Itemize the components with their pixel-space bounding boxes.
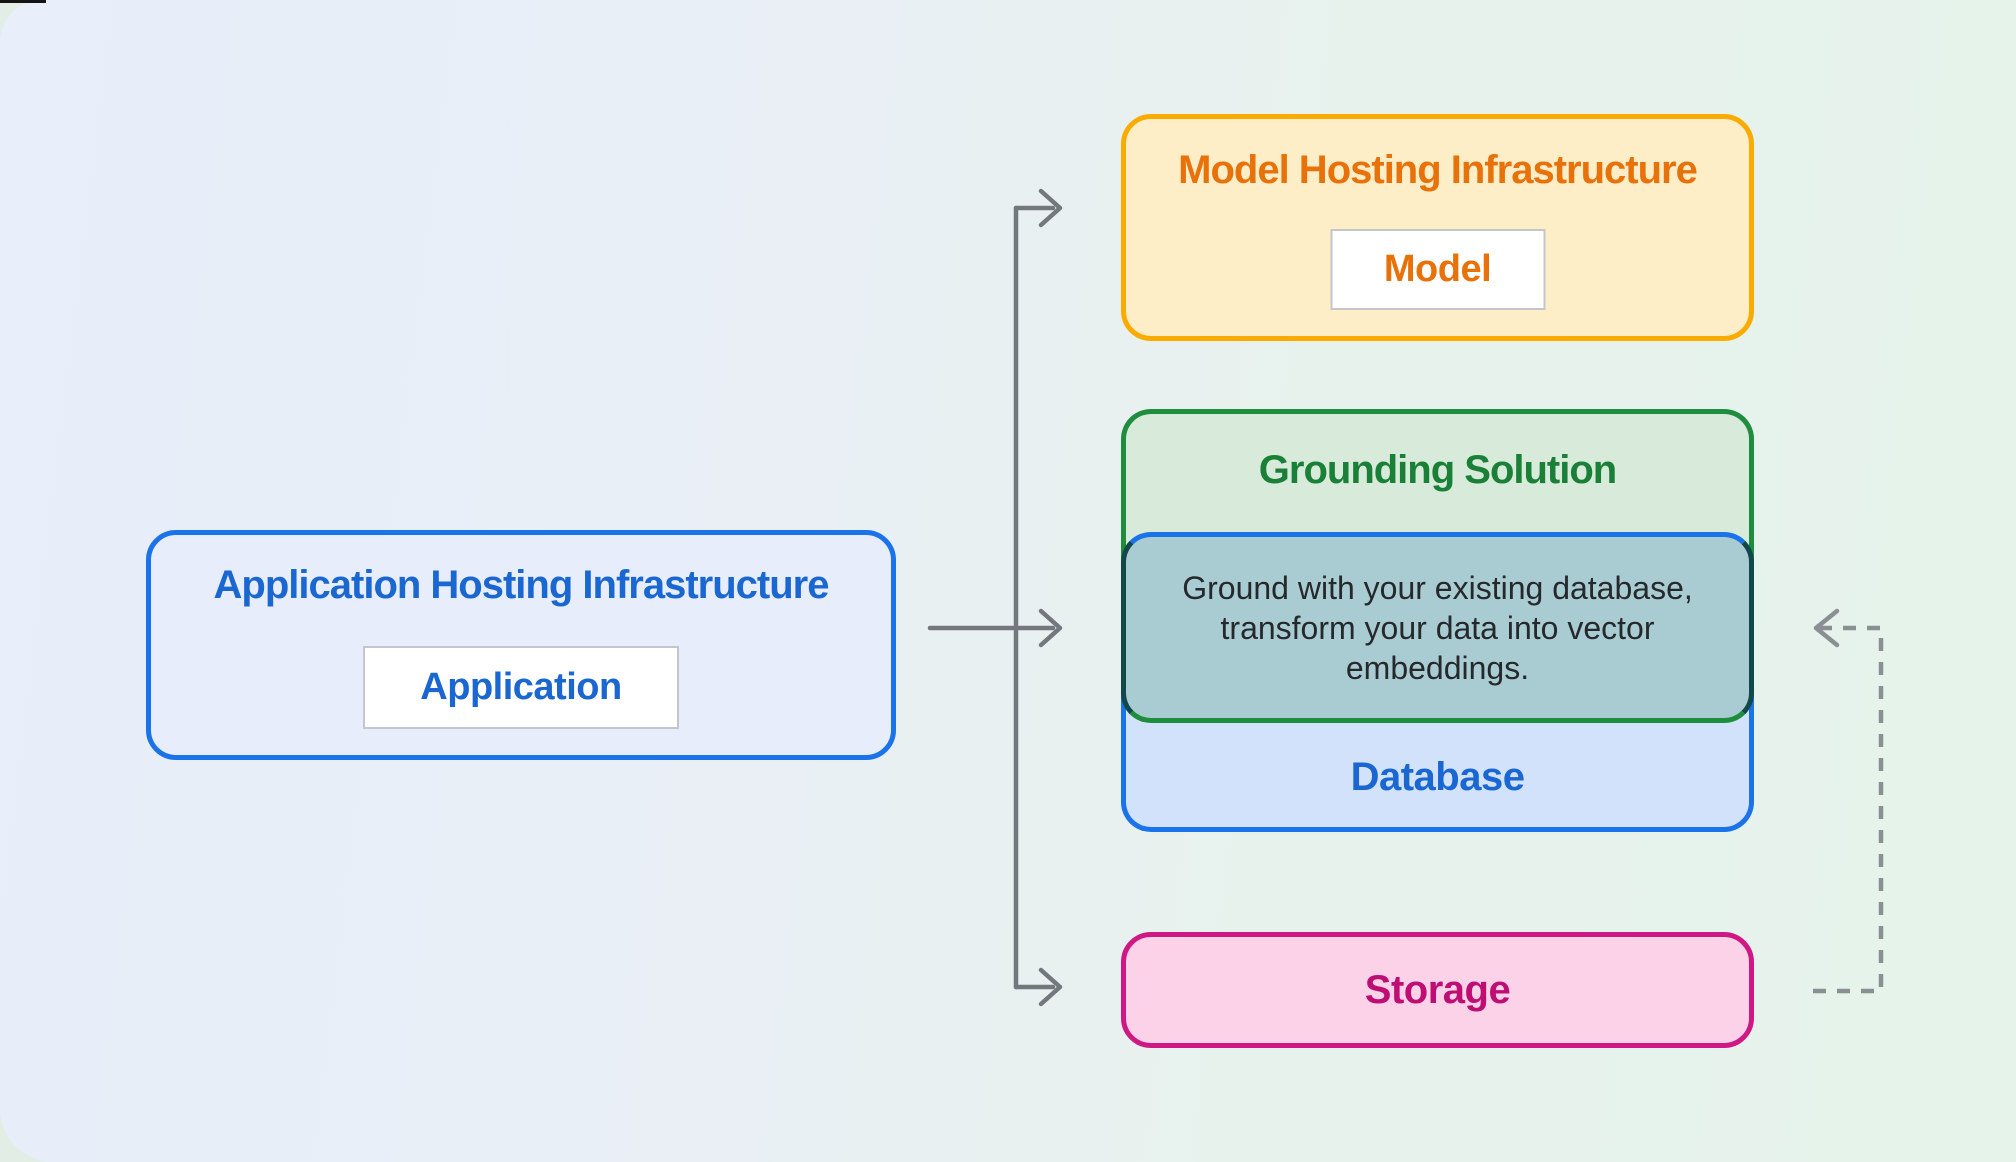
database-label: Database (1350, 755, 1525, 799)
application-chip: Application (363, 646, 679, 729)
model-hosting-box: Model Hosting Infrastructure Model (1121, 114, 1754, 341)
window-corner-artifact (0, 0, 46, 3)
grounding-solution-title: Grounding Solution (1258, 448, 1617, 492)
grounding-database-overlap-box: Ground with your existing database, tran… (1121, 532, 1754, 723)
application-hosting-title: Application Hosting Infrastructure (213, 563, 830, 607)
storage-label: Storage (1364, 967, 1511, 1012)
storage-box: Storage (1121, 932, 1754, 1048)
application-hosting-box: Application Hosting Infrastructure Appli… (146, 530, 896, 760)
model-hosting-title: Model Hosting Infrastructure (1178, 148, 1698, 192)
grounding-note-text: Ground with your existing database, tran… (1182, 569, 1693, 686)
model-chip: Model (1330, 229, 1545, 310)
